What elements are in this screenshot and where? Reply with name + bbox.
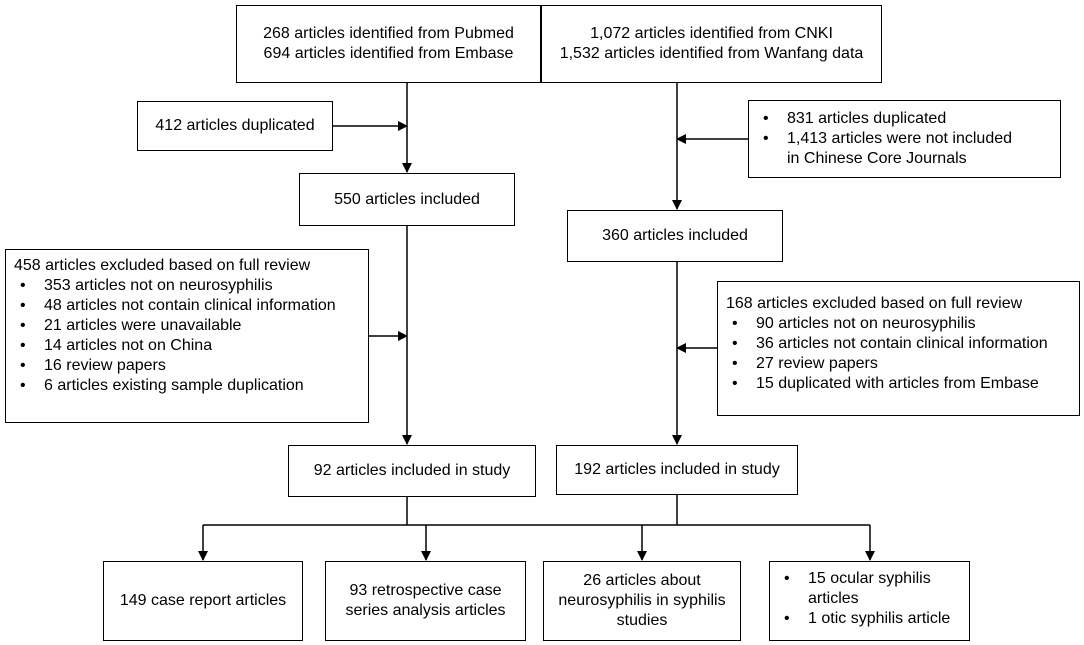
right-removed-box: 831 articles duplicated 1,413 articles w… — [748, 100, 1061, 178]
left-included-box: 550 articles included — [299, 173, 515, 226]
right-included-text: 360 articles included — [602, 227, 748, 244]
outcome-neurosyphilis-line: studies — [616, 612, 668, 629]
left-excluded-item: 6 articles existing sample duplication — [14, 376, 360, 396]
outcome-otic-item: 1 otic syphilis article — [778, 609, 961, 629]
right-removed-item: 1,413 articles were not included — [757, 129, 1052, 149]
outcome-ocular-item: 15 ocular syphilis — [778, 569, 961, 589]
right-removed-list: 831 articles duplicated 1,413 articles w… — [757, 109, 1052, 149]
left-source-embase: 694 articles identified from Embase — [263, 45, 514, 62]
left-excluded-item: 21 articles were unavailable — [14, 316, 360, 336]
left-study-text: 92 articles included in study — [313, 462, 511, 479]
outcome-retrospective-line: series analysis articles — [345, 602, 506, 619]
outcome-ocular-continuation: articles — [808, 590, 859, 607]
right-removed-continuation: in Chinese Core Journals — [787, 150, 967, 167]
outcome-ocular-otic-list: 15 ocular syphilis — [778, 569, 961, 589]
outcome-case-report-text: 149 case report articles — [119, 592, 287, 609]
left-excluded-heading: 458 articles excluded based on full revi… — [14, 257, 311, 274]
right-study-box: 192 articles included in study — [556, 445, 798, 495]
outcome-neurosyphilis-box: 26 articles about neurosyphilis in syphi… — [543, 561, 741, 641]
outcome-retrospective-box: 93 retrospective case series analysis ar… — [325, 561, 526, 641]
right-study-text: 192 articles included in study — [574, 461, 780, 478]
right-excluded-heading: 168 articles excluded based on full revi… — [726, 295, 1023, 312]
left-study-box: 92 articles included in study — [288, 445, 536, 497]
left-excluded-item: 353 articles not on neurosyphilis — [14, 276, 360, 296]
right-sources-box: 1,072 articles identified from CNKI 1,53… — [541, 5, 882, 83]
right-excluded-item: 15 duplicated with articles from Embase — [726, 374, 1071, 394]
right-removed-item: 831 articles duplicated — [757, 109, 1052, 129]
right-excluded-item: 36 articles not contain clinical informa… — [726, 334, 1071, 354]
right-source-wanfang: 1,532 articles identified from Wanfang d… — [559, 45, 864, 62]
left-excluded-item: 48 articles not contain clinical informa… — [14, 296, 360, 316]
left-excluded-list: 353 articles not on neurosyphilis 48 art… — [14, 276, 360, 396]
outcome-ocular-otic-box: 15 ocular syphilis articles 1 otic syphi… — [769, 561, 970, 641]
left-sources-box: 268 articles identified from Pubmed 694 … — [236, 5, 541, 83]
outcome-case-report-box: 149 case report articles — [103, 561, 303, 641]
outcome-neurosyphilis-line: 26 articles about — [583, 572, 701, 589]
right-source-cnki: 1,072 articles identified from CNKI — [590, 25, 833, 42]
outcome-neurosyphilis-line: neurosyphilis in syphilis — [558, 592, 726, 609]
right-excluded-item: 90 articles not on neurosyphilis — [726, 314, 1071, 334]
right-excluded-list: 90 articles not on neurosyphilis 36 arti… — [726, 314, 1071, 394]
left-duplicated-text: 412 articles duplicated — [155, 117, 315, 134]
left-excluded-item: 16 review papers — [14, 356, 360, 376]
right-excluded-box: 168 articles excluded based on full revi… — [717, 281, 1080, 416]
left-excluded-item: 14 articles not on China — [14, 336, 360, 356]
left-duplicated-box: 412 articles duplicated — [137, 101, 333, 151]
right-included-box: 360 articles included — [567, 210, 783, 262]
outcome-retrospective-line: 93 retrospective case — [349, 582, 502, 599]
left-source-pubmed: 268 articles identified from Pubmed — [263, 25, 514, 42]
right-excluded-item: 27 review papers — [726, 354, 1071, 374]
outcome-otic-list: 1 otic syphilis article — [778, 609, 961, 629]
left-excluded-box: 458 articles excluded based on full revi… — [5, 249, 369, 423]
left-included-text: 550 articles included — [334, 190, 480, 208]
